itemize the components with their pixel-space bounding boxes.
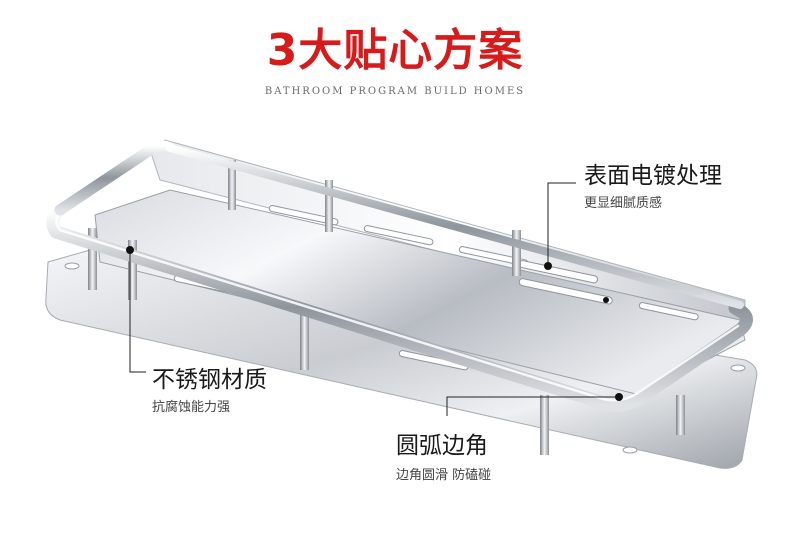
callout-steel-title: 不锈钢材质 (152, 367, 267, 393)
screw-hole (64, 262, 80, 270)
callout-steel-desc: 抗腐蚀能力强 (152, 400, 231, 415)
page-title: 3大贴心方案 (266, 25, 524, 76)
front-rail-highlight (55, 208, 740, 402)
drain-slots (173, 205, 699, 371)
screw-hole (730, 364, 746, 372)
callout-corner-title: 圆弧边角 (396, 433, 488, 459)
callout-plating-desc: 更显细腻质感 (584, 196, 663, 211)
front-rail (46, 203, 753, 412)
support-posts (88, 160, 685, 455)
top-back-rail (166, 144, 744, 309)
mounting-plate (45, 249, 758, 469)
callout-plating-title: 表面电镀处理 (584, 163, 722, 189)
tray-base (94, 189, 746, 396)
callout-leaders (129, 182, 619, 416)
screw-hole (622, 446, 638, 454)
callout-corner-desc: 边角圆滑 防磕碰 (396, 468, 492, 483)
page-subtitle: BATHROOM PROGRAM BUILD HOMES (264, 86, 526, 97)
callout-dots (126, 246, 623, 401)
